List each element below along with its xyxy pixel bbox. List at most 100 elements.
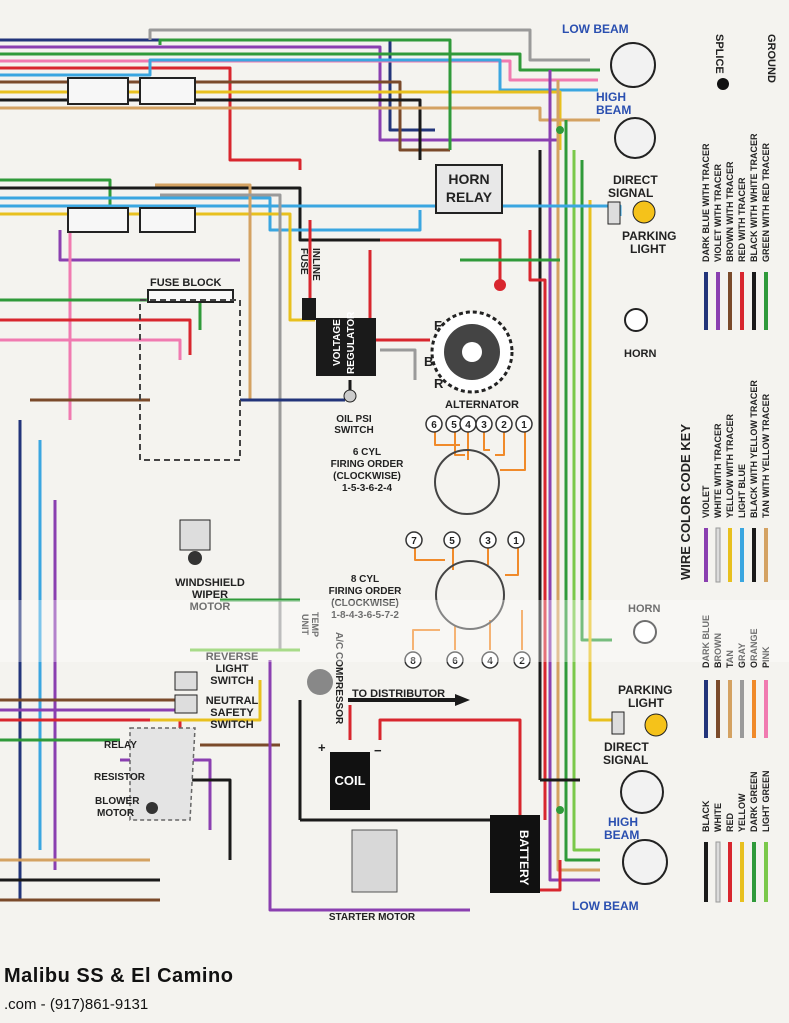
inline-fuse-label-1: INLINE — [310, 248, 321, 281]
inline-fuse-label-2: FUSE — [298, 248, 309, 275]
key-name: DARK BLUE — [701, 615, 711, 668]
key-entry: VIOLET WITH TRACER — [713, 164, 723, 330]
key-name: YELLOW — [737, 793, 747, 832]
key-entry: DARK GREEN — [749, 771, 759, 902]
key-name: TAN — [725, 650, 735, 668]
ac-compressor: A/C COMPRESSOR — [307, 632, 344, 725]
high-beam-top-label-2: BEAM — [596, 103, 631, 117]
front-lights-top: LOW BEAM HIGH BEAM DIRECT SIGNAL PARKING… — [562, 22, 676, 360]
six-cyl-label-2: FIRING ORDER — [331, 459, 405, 470]
key-entry: BLACK WITH YELLOW TRACER — [749, 380, 759, 582]
key-entry: ORANGE — [749, 628, 759, 738]
key-name: BROWN — [713, 633, 723, 668]
key-name: BLACK WITH WHITE TRACER — [749, 133, 759, 262]
key-swatch — [740, 528, 744, 582]
temp-label-2: UNIT — [300, 614, 310, 635]
oil-psi-label-2: SWITCH — [334, 425, 373, 436]
neutral-label-2: SAFETY — [210, 707, 254, 719]
parking-light-top-label-1: PARKING — [622, 229, 676, 243]
key-name: BLACK — [701, 800, 711, 832]
coil-minus: − — [374, 743, 382, 758]
key-entry: RED WITH TRACER — [737, 177, 747, 330]
key-entry: VIOLET — [701, 485, 711, 582]
key-name: BLACK WITH YELLOW TRACER — [749, 380, 759, 518]
eight-cyl-terminal: 1 — [507, 531, 525, 549]
eight-cyl-terminal: 6 — [446, 651, 464, 669]
oil-psi-label-1: OIL PSI — [336, 414, 372, 425]
ignition-coil: COIL + − — [318, 740, 382, 810]
key-name: ORANGE — [749, 628, 759, 668]
six-cyl-terminal: 4 — [459, 415, 477, 433]
splice-label: SPLICE — [713, 34, 725, 74]
high-beam-bottom-label-2: BEAM — [604, 828, 639, 842]
key-name: DARK GREEN — [749, 771, 759, 832]
ground-label: GROUND — [765, 34, 777, 83]
voltage-regulator-label-2: REGULATOR — [346, 311, 357, 374]
to-distributor-label: TO DISTRIBUTOR — [352, 688, 445, 700]
key-name: YELLOW WITH TRACER — [725, 414, 735, 518]
reverse-label-3: SWITCH — [210, 675, 253, 687]
key-entry: BLACK WITH WHITE TRACER — [749, 133, 759, 330]
parking-light-bottom-label-1: PARKING — [618, 683, 672, 697]
eight-cyl-label-3: (CLOCKWISE) — [331, 598, 399, 609]
blower-label-2: MOTOR — [97, 808, 135, 819]
key-entry: WHITE — [713, 803, 723, 903]
neutral-label-1: NEUTRAL — [206, 695, 259, 707]
voltage-regulator: VOLTAGE REGULATOR — [316, 311, 376, 376]
blower-label-1: BLOWER — [95, 796, 140, 807]
key-entry: RED — [725, 812, 735, 902]
eight-cyl-label-1: 8 CYL — [351, 574, 379, 585]
fuse-block-label: FUSE BLOCK — [150, 277, 222, 289]
wiper-label-2: WIPER — [192, 589, 228, 601]
six-cyl-terminal: 3 — [475, 415, 493, 433]
key-entry: GRAY — [737, 643, 747, 738]
eight-cyl-label-2: FIRING ORDER — [329, 586, 403, 597]
six-cyl-terminal: 2 — [495, 415, 513, 433]
key-swatch — [764, 528, 768, 582]
key-swatch — [704, 272, 708, 330]
key-entry: DARK BLUE — [701, 615, 711, 738]
key-entry: PINK — [761, 646, 771, 738]
temp-unit: TEMP UNIT — [300, 612, 320, 637]
six-cyl-terminal-number: 4 — [465, 420, 471, 431]
front-lights-bottom: HORN PARKING LIGHT DIRECT SIGNAL HIGH BE… — [572, 603, 672, 913]
key-entry: LIGHT BLUE — [737, 464, 747, 582]
alternator-b: B — [424, 354, 433, 369]
eight-cyl-terminal: 4 — [481, 651, 499, 669]
key-swatch — [716, 680, 720, 738]
key-swatch — [740, 842, 744, 902]
six-cyl-terminal-number: 5 — [451, 420, 457, 431]
key-entry: YELLOW WITH TRACER — [725, 414, 735, 582]
key-swatch — [715, 527, 721, 583]
to-distributor: TO DISTRIBUTOR — [352, 688, 470, 706]
six-cyl-terminal-number: 6 — [431, 420, 437, 431]
starter-motor: STARTER MOTOR — [329, 829, 416, 923]
eight-cyl-terminal-number: 8 — [410, 656, 416, 667]
blower-assembly: RELAY RESISTOR BLOWER MOTOR — [94, 727, 196, 821]
windshield-wiper-motor: WINDSHIELD WIPER MOTOR — [175, 519, 245, 613]
parking-light-top-label-2: LIGHT — [630, 242, 667, 256]
key-swatch — [716, 272, 720, 330]
key-swatch — [704, 680, 708, 738]
horn-relay-label-1: HORN — [448, 171, 489, 187]
coil-label: COIL — [334, 773, 365, 788]
alternator-label: ALTERNATOR — [445, 399, 519, 411]
splice-dots — [494, 126, 564, 814]
key-swatch — [752, 680, 756, 738]
key-entry: YELLOW — [737, 793, 747, 902]
ac-label: A/C COMPRESSOR — [333, 632, 344, 725]
key-swatch — [728, 272, 732, 330]
key-swatch — [704, 528, 708, 582]
key-swatch — [764, 842, 768, 902]
splice-ground-legend: SPLICE GROUND — [713, 34, 777, 90]
six-cyl-terminal: 6 — [425, 415, 443, 433]
eight-cyl-terminal-number: 7 — [411, 536, 417, 547]
